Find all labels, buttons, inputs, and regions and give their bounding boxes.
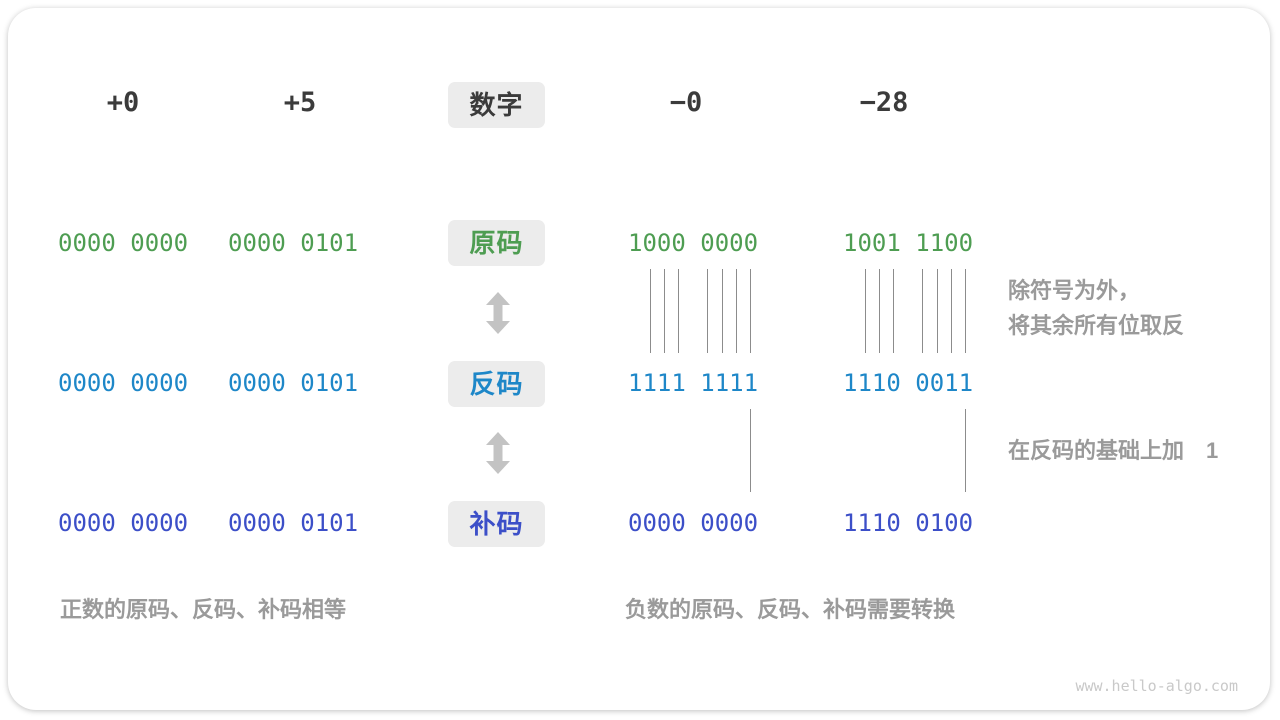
bit-connector-line bbox=[750, 269, 751, 353]
bits-twos-complement-neg-28: 1110 0100 bbox=[843, 509, 974, 537]
bit-connector-line bbox=[750, 409, 751, 492]
invert-annotation-line1: 除符号为外， bbox=[1008, 278, 1141, 303]
bit-connector-line bbox=[664, 269, 665, 353]
watermark: www.hello-algo.com bbox=[1075, 677, 1238, 695]
bit-connector-line bbox=[937, 269, 938, 353]
number-pos-zero: +0 bbox=[106, 87, 140, 118]
bits-twos-complement-neg-zero: 0000 0000 bbox=[628, 509, 759, 537]
bits-ones-complement-neg-zero: 1111 1111 bbox=[628, 369, 759, 397]
caption-positive-numbers: 正数的原码、反码、补码相等 bbox=[60, 597, 347, 622]
bits-ones-complement-pos-zero: 0000 0000 bbox=[58, 369, 189, 397]
bits-sign-magnitude-pos-five: 0000 0101 bbox=[228, 229, 359, 257]
caption-negative-numbers: 负数的原码、反码、补码需要转换 bbox=[625, 597, 956, 622]
bit-connector-line bbox=[722, 269, 723, 353]
bits-twos-complement-pos-zero: 0000 0000 bbox=[58, 509, 189, 537]
bit-connector-line bbox=[893, 269, 894, 353]
bit-connector-line bbox=[707, 269, 708, 353]
updown-arrow-icon bbox=[486, 292, 510, 334]
updown-arrow-icon bbox=[486, 432, 510, 474]
bits-sign-magnitude-neg-zero: 1000 0000 bbox=[628, 229, 759, 257]
numbers-tag: 数字 bbox=[448, 82, 545, 128]
bit-connector-line bbox=[965, 269, 966, 353]
number-pos-five: +5 bbox=[283, 87, 317, 118]
bit-connector-line bbox=[650, 269, 651, 353]
bit-connector-line bbox=[865, 269, 866, 353]
sign-magnitude-tag: 原码 bbox=[448, 220, 545, 266]
bit-connector-line bbox=[736, 269, 737, 353]
add-one-annotation: 在反码的基础上加 1 bbox=[1008, 438, 1219, 463]
bits-sign-magnitude-pos-zero: 0000 0000 bbox=[58, 229, 189, 257]
bit-connector-line bbox=[922, 269, 923, 353]
number-neg-28: −28 bbox=[859, 87, 909, 118]
figure-card bbox=[8, 8, 1270, 710]
bit-connector-line bbox=[879, 269, 880, 353]
bits-twos-complement-pos-five: 0000 0101 bbox=[228, 509, 359, 537]
bit-connector-line bbox=[951, 269, 952, 353]
bit-connector-line bbox=[965, 409, 966, 492]
twos-complement-tag: 补码 bbox=[448, 501, 545, 547]
number-neg-zero: −0 bbox=[669, 87, 703, 118]
invert-annotation-line2: 将其余所有位取反 bbox=[1008, 313, 1185, 338]
bit-connector-line bbox=[678, 269, 679, 353]
bits-ones-complement-pos-five: 0000 0101 bbox=[228, 369, 359, 397]
bits-ones-complement-neg-28: 1110 0011 bbox=[843, 369, 974, 397]
bits-sign-magnitude-neg-28: 1001 1100 bbox=[843, 229, 974, 257]
ones-complement-tag: 反码 bbox=[448, 361, 545, 407]
